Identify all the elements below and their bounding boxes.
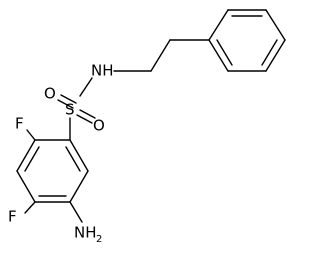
so-double-bond (57, 99, 74, 109)
oxygen-top-label: O (44, 85, 56, 103)
phenyl-ring (208, 9, 286, 72)
bond (16, 170, 36, 203)
bond (69, 139, 89, 172)
so-double-bond (79, 109, 96, 119)
bond (265, 39, 286, 72)
bond (265, 9, 286, 41)
bond (79, 77, 93, 97)
bond (150, 39, 171, 72)
bond (69, 170, 89, 203)
fluorobenzene-ring (16, 139, 89, 203)
bond (69, 201, 83, 223)
fluorine-top-label: F (15, 115, 24, 133)
bond (26, 129, 36, 141)
double-bond-inner (216, 39, 233, 66)
so-double-bond (76, 114, 93, 124)
bond (16, 139, 36, 172)
bond (208, 39, 229, 72)
double-bond-inner (24, 146, 40, 172)
sulfur-label: S (65, 101, 75, 119)
structure-canvas: NH S O O F F NH 2 (8, 9, 286, 245)
double-bond-inner (261, 39, 278, 66)
nh-label: NH (91, 62, 114, 80)
so-double-bond (60, 94, 77, 104)
oxygen-bottom-label: O (93, 117, 105, 135)
bond (24, 201, 36, 214)
amine-subscript: 2 (96, 234, 102, 245)
chemical-structure-diagram: NH S O O F F NH 2 (8, 9, 286, 245)
bond (208, 9, 229, 41)
double-bond-inner (65, 146, 81, 172)
fluorine-bottom-label: F (8, 208, 17, 226)
amine-label: NH (74, 224, 97, 242)
